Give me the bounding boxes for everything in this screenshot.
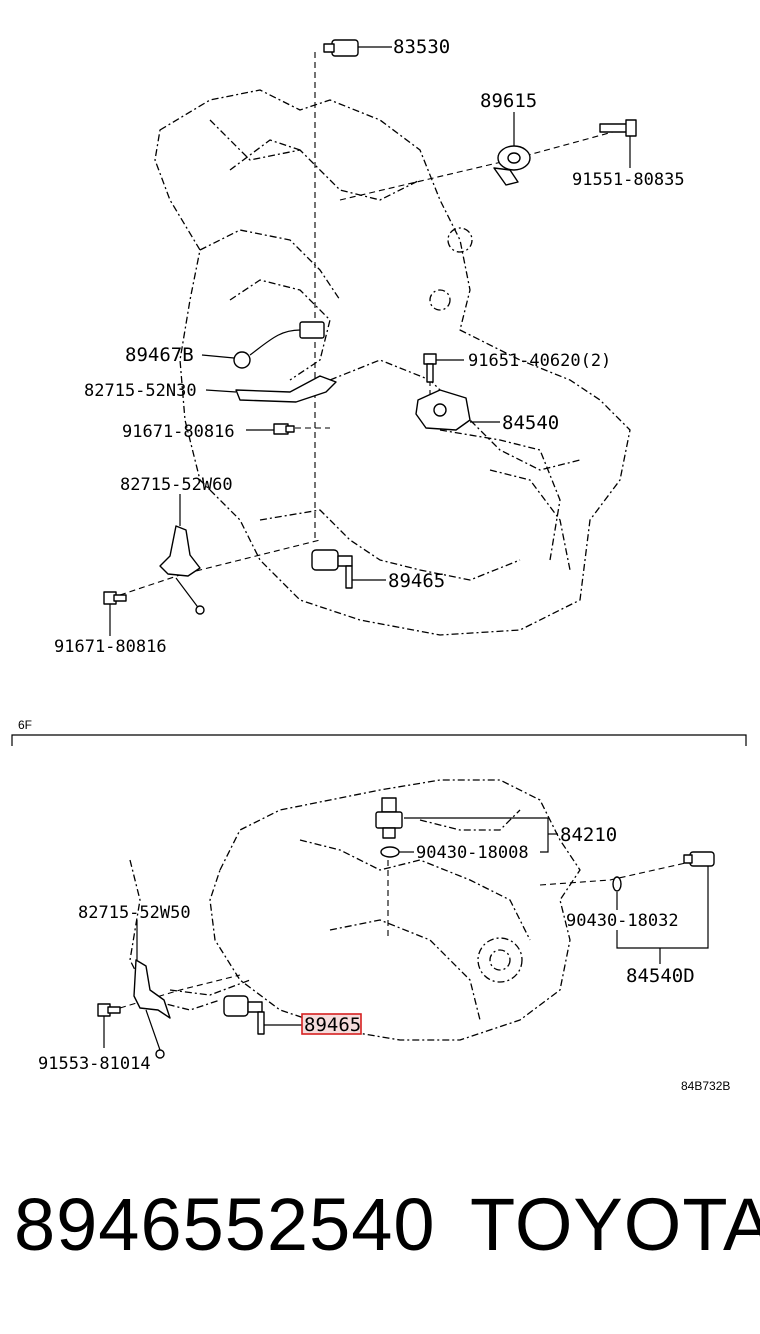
part-89465-upper-icon [311, 549, 353, 589]
section-label: 6F [18, 718, 32, 732]
bolt-91651-40620-icon [423, 353, 437, 383]
callout-90430-18008: 90430-18008 [416, 843, 529, 863]
callout-91671-80816-upper: 91671-80816 [122, 422, 235, 442]
bracket-82715-52N30-icon [235, 375, 337, 403]
callout-91553-81014: 91553-81014 [38, 1054, 151, 1074]
callout-84210: 84210 [560, 824, 617, 846]
callout-89615: 89615 [480, 90, 537, 112]
callout-91651-40620: 91651-40620(2) [468, 351, 611, 371]
bracket-82715-52W50-icon [133, 959, 171, 1059]
section-divider: 6F [11, 718, 747, 746]
part-89467B-icon [233, 321, 325, 369]
bolt-91551-80835-icon [599, 119, 637, 137]
part-84540-icon [415, 389, 471, 431]
part-84210-icon [375, 797, 403, 839]
gasket-90430-18008-icon [380, 846, 400, 858]
gasket-90430-18032-icon [612, 876, 622, 892]
callout-91551-80835: 91551-80835 [572, 170, 685, 190]
callout-83530: 83530 [393, 36, 450, 58]
part-89465-lower-icon [223, 995, 265, 1035]
callout-90430-18032: 90430-18032 [566, 911, 679, 931]
part-83530-icon [323, 39, 359, 57]
part-84540D-icon [683, 851, 715, 867]
callout-89465-upper: 89465 [388, 570, 445, 592]
upper-engine-assembly: 83530 89615 91551-80835 89467B 91651-406… [54, 36, 685, 657]
callout-82715-52W60: 82715-52W60 [120, 475, 233, 495]
bolt-91553-81014-icon [97, 1003, 121, 1017]
callout-89465-highlighted[interactable]: 89465 [304, 1014, 361, 1036]
callout-84540D: 84540D [626, 965, 695, 987]
callout-82715-52N30: 82715-52N30 [84, 381, 197, 401]
part-89615-icon [493, 145, 531, 186]
callout-89467B: 89467B [125, 344, 194, 366]
bracket-82715-52W60-icon [159, 525, 205, 615]
figure-code: 84B732B [681, 1079, 730, 1093]
brand-name: TOYOTA [470, 1183, 760, 1266]
bolt-91671-80816-upper-icon [273, 423, 295, 435]
callout-82715-52W50: 82715-52W50 [78, 903, 191, 923]
lower-transaxle-assembly: 84210 90430-18008 82715-52W50 90430-1803… [38, 779, 715, 1074]
callout-84540: 84540 [502, 412, 559, 434]
part-number: 8946552540 [14, 1183, 436, 1266]
callout-91671-80816-lower: 91671-80816 [54, 637, 167, 657]
highlight-box [301, 1013, 362, 1035]
